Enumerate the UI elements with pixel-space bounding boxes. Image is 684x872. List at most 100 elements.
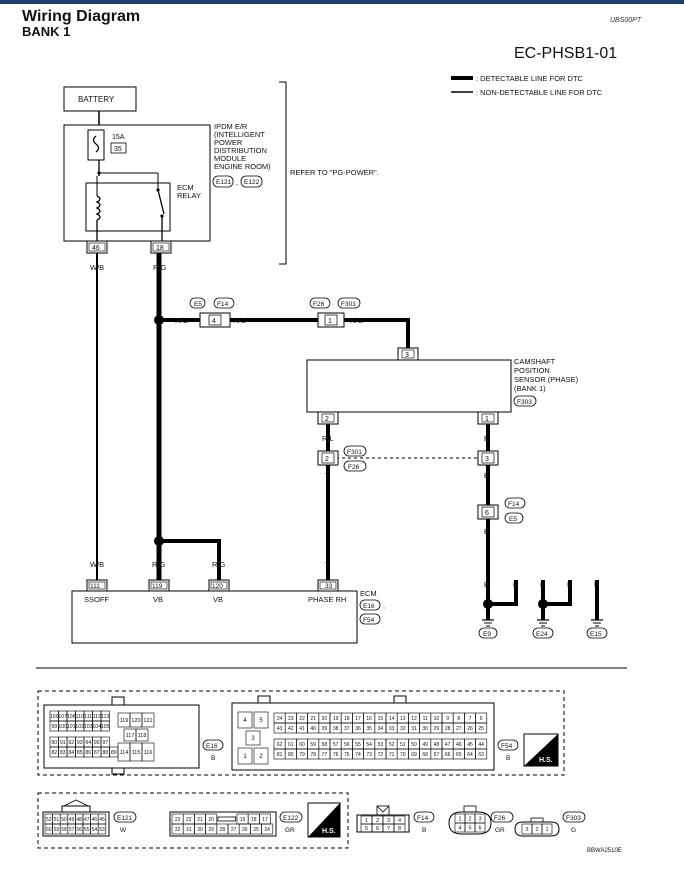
pin-label: 51 bbox=[400, 742, 406, 748]
wire-label-b-g2: B bbox=[513, 580, 518, 589]
pin-label: 14 bbox=[389, 716, 395, 722]
pin-label: 22 bbox=[299, 716, 305, 722]
ecm-label: ECM bbox=[360, 589, 377, 598]
ground-e9: E9 bbox=[483, 631, 491, 638]
wire-label-wb-ecm: W/B bbox=[90, 560, 104, 569]
wire-label-rg-3: R/G bbox=[350, 316, 364, 325]
battery: BATTERY bbox=[63, 86, 137, 125]
conn-f301b-label: F301 bbox=[347, 449, 362, 456]
pin-label: 51 bbox=[54, 817, 60, 823]
ipdm-line-1: IPDM E/R bbox=[214, 122, 248, 131]
pin-label: 48 bbox=[76, 817, 82, 823]
pin-label: 44 bbox=[478, 742, 484, 748]
connector-frame-ipdm bbox=[37, 792, 349, 849]
pin-label: 50 bbox=[411, 742, 417, 748]
sensor-line-4: (BANK 1) bbox=[514, 384, 546, 393]
pin-label: 55 bbox=[355, 742, 361, 748]
conn-pin-3: 3 bbox=[485, 456, 489, 463]
pin-label: 94 bbox=[85, 740, 91, 746]
grounds: E9 E24 E15 bbox=[478, 619, 608, 639]
f303-view-label: F303 bbox=[566, 815, 581, 822]
legend-non-detectable: : NON-DETECTABLE LINE FOR DTC bbox=[476, 88, 603, 97]
pin-cell bbox=[237, 711, 253, 729]
pin-label: 4 bbox=[398, 818, 401, 824]
ecm-relay-box bbox=[85, 182, 171, 232]
pin-label: 65 bbox=[456, 752, 462, 758]
document-code: UBS00PT bbox=[610, 17, 642, 24]
fuse-number: 35 bbox=[114, 146, 122, 153]
pin-label: 52 bbox=[389, 742, 395, 748]
ecm-connector-b: F54 bbox=[363, 617, 375, 624]
pin-label: 55 bbox=[84, 827, 90, 833]
f14-view-label: F14 bbox=[417, 815, 429, 822]
pin-label: 85 bbox=[77, 750, 83, 756]
pin-label: 34 bbox=[378, 726, 384, 732]
ground-icon bbox=[537, 619, 549, 627]
pin-label: 37 bbox=[344, 726, 350, 732]
pin-label: 115 bbox=[132, 750, 141, 756]
pin-label: 19 bbox=[333, 716, 339, 722]
pin-label: 56 bbox=[344, 742, 350, 748]
pin-label: 24 bbox=[277, 716, 283, 722]
pin-label: 99 bbox=[51, 724, 57, 730]
pin-label: 2 bbox=[376, 818, 379, 824]
pin-label: 8 bbox=[457, 716, 460, 722]
relay-label-2: RELAY bbox=[177, 191, 201, 200]
pin-label: 50 bbox=[61, 817, 67, 823]
conn-pin-1: 1 bbox=[328, 318, 332, 325]
pin-label: 121 bbox=[143, 718, 152, 724]
pin-label: 56 bbox=[76, 827, 82, 833]
pin-label: 91 bbox=[60, 740, 66, 746]
ipdm-connector-a: E121 bbox=[216, 179, 232, 186]
pin-label: 107 bbox=[58, 714, 67, 720]
wire-label-b-1: B bbox=[484, 434, 489, 443]
pin-label: 38 bbox=[333, 726, 339, 732]
pin-label: 58 bbox=[322, 742, 328, 748]
ipdm-module: 15A 35 ECM RELAY IPDM E/R (INTELLIGENT P… bbox=[63, 122, 271, 254]
hs-badge-icon: H.S. bbox=[523, 733, 559, 767]
pin-label: 3 bbox=[387, 818, 390, 824]
pin-label: 15 bbox=[378, 716, 384, 722]
pin-label: 77 bbox=[322, 752, 328, 758]
pin-label: 42 bbox=[288, 726, 294, 732]
conn-f26b-label: F26 bbox=[348, 464, 360, 471]
pin-label: 63 bbox=[478, 752, 484, 758]
f303-view-color: G bbox=[571, 827, 576, 834]
pin-label: 4 bbox=[458, 825, 461, 831]
pin-label: 104 bbox=[92, 724, 101, 730]
ground-icon bbox=[591, 619, 603, 627]
ecm-pin-name-vb-1: VB bbox=[153, 595, 163, 604]
f26-view-color: GR bbox=[495, 827, 505, 834]
pin-label: 26 bbox=[242, 827, 248, 833]
pin-label: 31 bbox=[411, 726, 417, 732]
pin-label: 67 bbox=[434, 752, 440, 758]
pin-label: 6 bbox=[480, 716, 483, 722]
ground-icon bbox=[482, 619, 494, 627]
inline-connectors: E5 F14 4 F26 F301 1 2 F301 F26 3 F14 E5 … bbox=[189, 297, 526, 524]
pin-label: 49 bbox=[422, 742, 428, 748]
pin-label: 73 bbox=[366, 752, 372, 758]
pin-label: 81 bbox=[277, 752, 283, 758]
conn-f14b-label: F14 bbox=[508, 501, 520, 508]
ground-e24: E24 bbox=[536, 631, 548, 638]
pin-label: 46 bbox=[456, 742, 462, 748]
pin-label: 48 bbox=[434, 742, 440, 748]
sensor-connector: F303 bbox=[517, 399, 532, 406]
pin-label: 17 bbox=[262, 817, 268, 823]
conn-f26-label: F26 bbox=[313, 301, 325, 308]
pin-label: 54 bbox=[92, 827, 98, 833]
pin-label: 21 bbox=[197, 817, 203, 823]
pin-label: 120 bbox=[131, 718, 140, 724]
ecm-pin-111: 111 bbox=[90, 583, 100, 590]
wire-label-wb-top: W/B bbox=[90, 263, 104, 272]
pin-label: 53 bbox=[378, 742, 384, 748]
wire-label-b-g3: B bbox=[540, 580, 545, 589]
pin-label: 97 bbox=[102, 740, 108, 746]
pin-label: 3 bbox=[251, 736, 255, 742]
pin-label: 86 bbox=[85, 750, 91, 756]
fuse-box bbox=[87, 129, 105, 161]
ipdm-line-3: POWER bbox=[214, 138, 243, 147]
pin-cell bbox=[141, 712, 155, 728]
